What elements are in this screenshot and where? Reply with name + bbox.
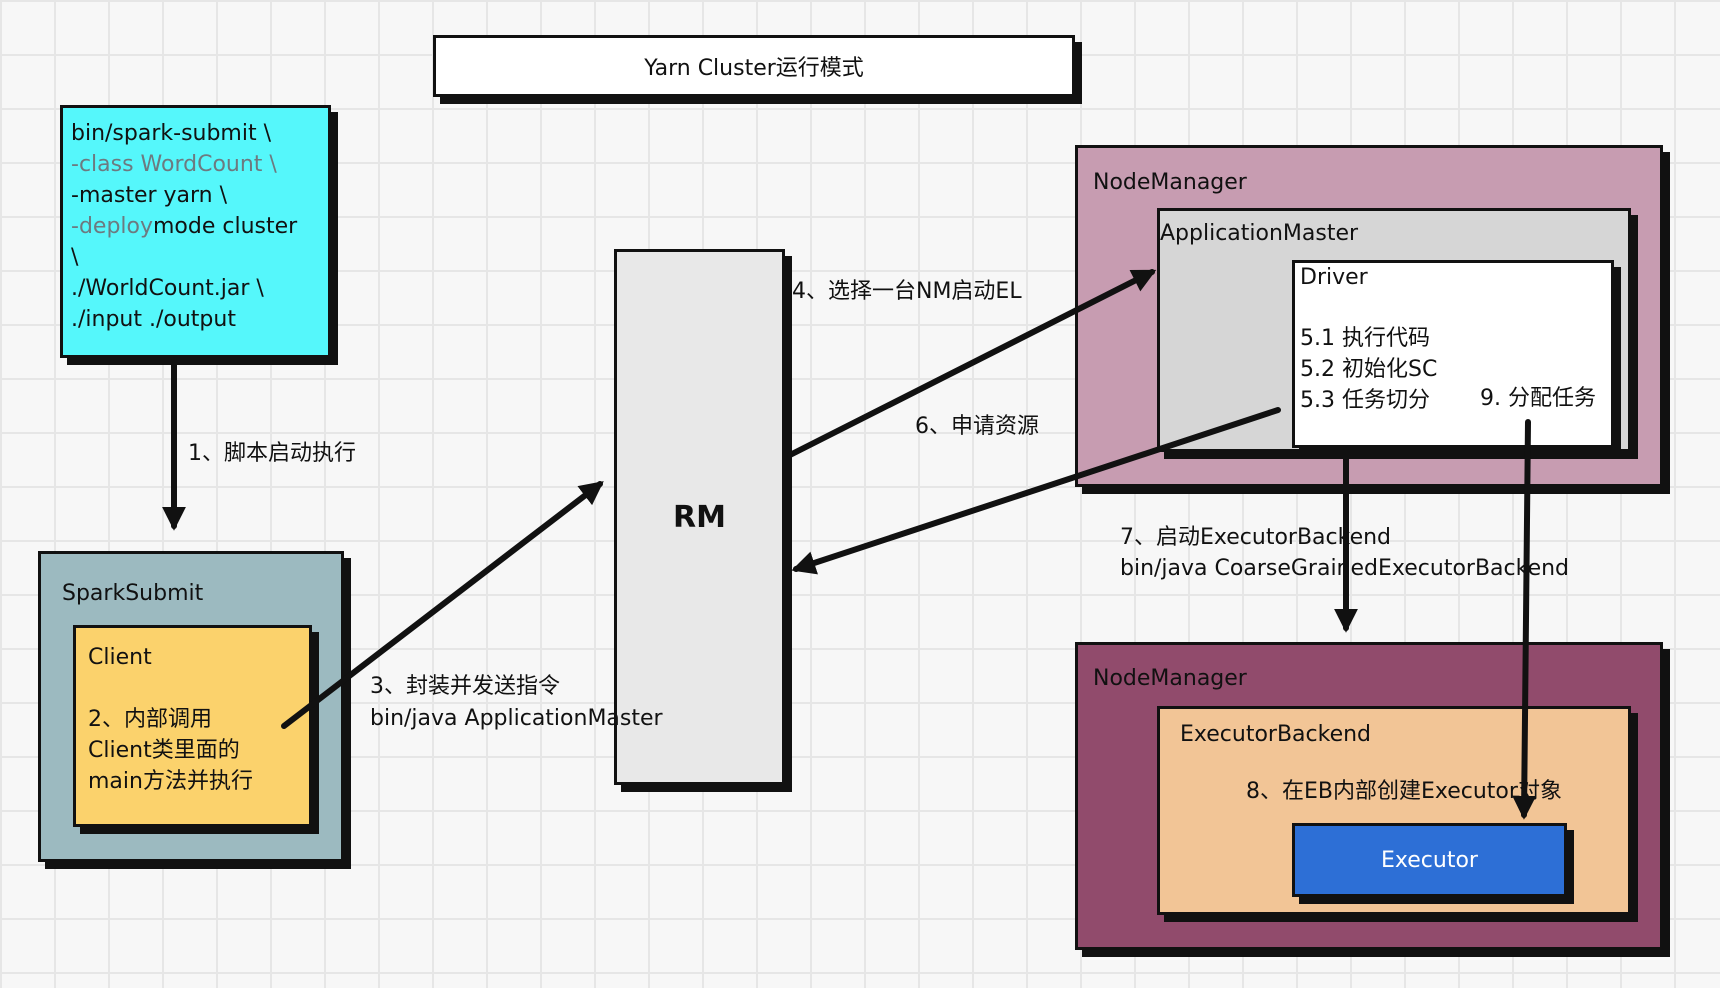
step6-label: 6、申请资源 [915,414,1039,439]
step3-line: 3、封装并发送指令 [370,674,560,699]
step7-line: bin/java CoarseGrainedExecutorBackend [1120,556,1570,581]
executor-box: Executor [1292,823,1567,897]
spark-submit-command-box: bin/spark-submit \ -class WordCount \ -m… [60,105,331,358]
driver-step: 5.2 初始化SC [1300,357,1438,382]
create-executor-label: 8、在EB内部创建Executor对象 [1246,779,1562,804]
step7-line: 7、启动ExecutorBackend [1120,525,1392,550]
node-manager-2-label: NodeManager [1093,666,1247,691]
step4-label: 4、选择一台NM启动EL [792,279,1022,304]
executor-label: Executor [1381,847,1478,873]
command-line: -deploy [71,214,153,239]
command-line: mode cluster [153,214,298,239]
driver-label: Driver [1300,265,1368,290]
driver-steps: 5.1 执行代码 5.2 初始化SC 5.3 任务切分 [1300,323,1437,416]
diagram-title: Yarn Cluster运行模式 [433,35,1075,97]
step3-line: bin/java ApplicationMaster [370,706,663,731]
assign-tasks-label: 9. 分配任务 [1480,386,1596,411]
client-description: 2、内部调用 Client类里面的 main方法并执行 [88,704,253,797]
driver-step: 5.3 任务切分 [1300,388,1430,413]
driver-step: 5.1 执行代码 [1300,326,1430,351]
step1-label: 1、脚本启动执行 [188,441,356,466]
command-line: -master yarn \ [71,183,228,208]
client-label: Client [88,645,152,670]
step3-label: 3、封装并发送指令 bin/java ApplicationMaster [370,671,663,735]
client-line: main方法并执行 [88,769,253,794]
executor-backend-label: ExecutorBackend [1180,722,1372,747]
spark-submit-label: SparkSubmit [62,581,204,606]
application-master-label: ApplicationMaster [1160,221,1359,246]
command-line: ./WorldCount.jar \ [71,276,264,301]
resource-manager-box: RM [614,249,785,785]
step7-label: 7、启动ExecutorBackend bin/java CoarseGrain… [1120,522,1569,584]
client-line: Client类里面的 [88,738,240,763]
command-line: -class WordCount \ [71,152,277,177]
driver-box [1292,260,1614,448]
command-line: \ [71,245,79,270]
client-box [73,625,312,827]
node-manager-1-label: NodeManager [1093,170,1247,195]
rm-label: RM [673,499,726,535]
client-line: 2、内部调用 [88,707,212,732]
title-text: Yarn Cluster运行模式 [644,56,864,81]
command-line: bin/spark-submit \ [71,121,272,146]
command-line: ./input ./output [71,307,236,332]
